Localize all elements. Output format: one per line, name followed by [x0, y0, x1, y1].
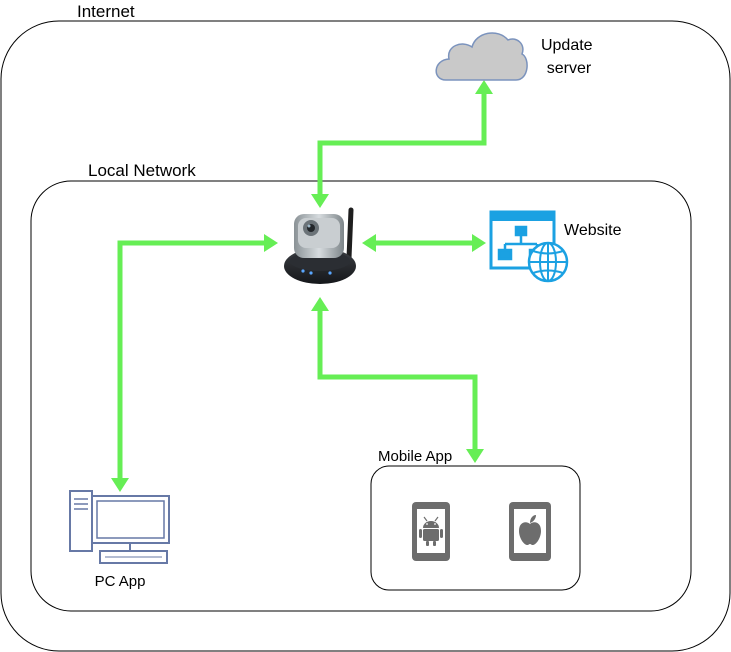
- ip-camera-icon: [284, 207, 356, 284]
- update-server-label: Update server: [541, 37, 597, 77]
- arrowhead: [475, 80, 493, 94]
- cloud-icon: [435, 32, 528, 81]
- connector-line: [117, 240, 267, 478]
- iphone-node: [509, 502, 551, 561]
- android-logo-icon: [419, 516, 443, 546]
- internet-zone: [0, 20, 731, 652]
- mobile-app-zone: [370, 465, 581, 591]
- desktop-computer-icon: [69, 490, 170, 564]
- arrowhead: [466, 449, 484, 463]
- arrowhead: [472, 234, 486, 252]
- link-camera-mobile-app: [311, 297, 484, 463]
- website-icon: [489, 210, 569, 283]
- link-camera-pc-app: [111, 234, 278, 492]
- connections: [111, 80, 493, 492]
- arrowhead: [362, 234, 376, 252]
- update-server-node: Update server: [435, 32, 597, 81]
- local-network-label: Local Network: [88, 161, 196, 180]
- pc-app-node: PC App: [69, 490, 170, 590]
- website-node: Website: [489, 210, 622, 283]
- android-phone-node: [412, 502, 450, 561]
- apple-logo-icon: [519, 515, 541, 545]
- local-network-zone: [30, 180, 692, 612]
- android-phone-icon: [412, 502, 450, 561]
- ip-camera-node: [284, 207, 356, 284]
- iphone-icon: [509, 502, 551, 561]
- arrowhead: [264, 234, 278, 252]
- connector-line: [317, 91, 487, 197]
- mobile-app-label: Mobile App: [378, 448, 452, 465]
- pc-app-label: PC App: [95, 573, 146, 590]
- connector-line: [317, 310, 478, 450]
- arrowhead: [311, 194, 329, 208]
- link-camera-update-server: [311, 80, 493, 208]
- internet-label: Internet: [77, 2, 135, 21]
- arrowhead: [311, 297, 329, 311]
- website-label: Website: [564, 222, 622, 239]
- arrowhead: [111, 478, 129, 492]
- link-camera-website: [362, 234, 486, 252]
